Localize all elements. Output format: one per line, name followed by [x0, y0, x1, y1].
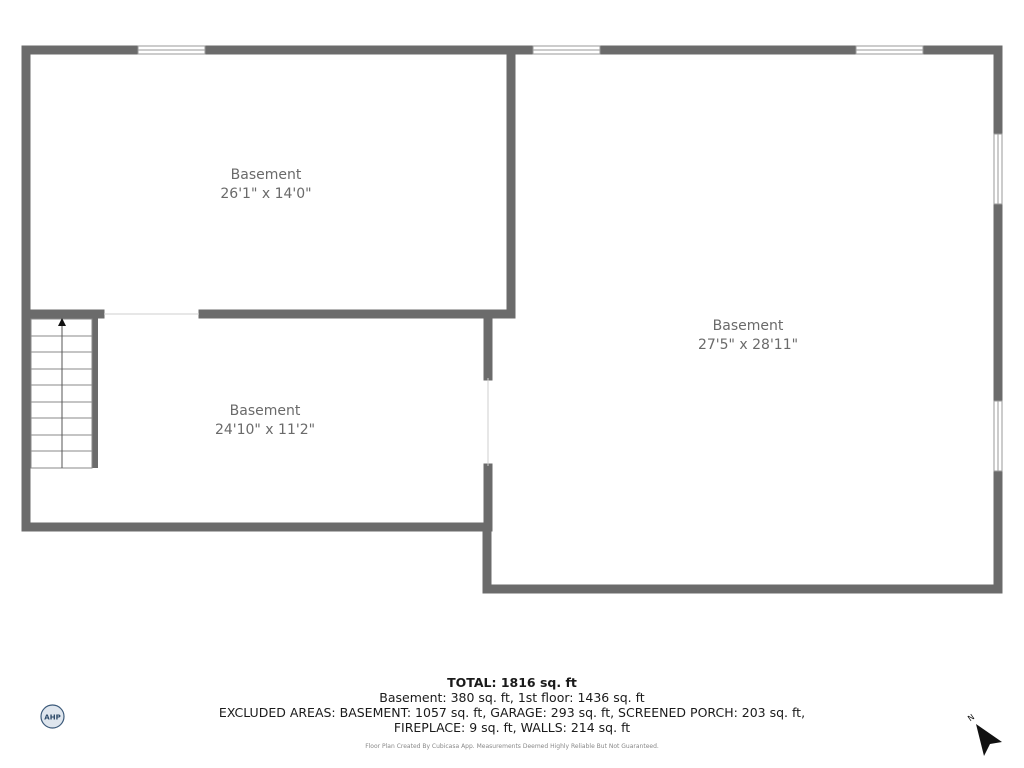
excluded-areas: EXCLUDED AREAS: BASEMENT: 1057 sq. ft, G… — [218, 705, 806, 720]
stair-wall — [92, 318, 98, 468]
area-summary: TOTAL: 1816 sq. ft Basement: 380 sq. ft,… — [0, 675, 1024, 735]
stair-arrow-icon — [58, 318, 66, 326]
room-name: Basement — [230, 167, 302, 183]
room-dimensions: 27'5" x 28'11" — [697, 337, 799, 353]
room-name: Basement — [229, 403, 301, 419]
north-arrow-icon: N — [966, 712, 1002, 756]
excluded-areas-cont: FIREPLACE: 9 sq. ft, WALLS: 214 sq. ft — [393, 720, 631, 735]
compass-label: N — [966, 712, 976, 723]
total-area: TOTAL: 1816 sq. ft — [447, 675, 577, 690]
room-dimensions: 24'10" x 11'2" — [214, 422, 316, 438]
room-label-bottom-left: Basement 24'10" x 11'2" — [165, 402, 365, 440]
logo-text: AHP — [44, 714, 60, 722]
room-label-top-left: Basement 26'1" x 14'0" — [166, 166, 366, 204]
credit-note: Floor Plan Created By Cubicasa App. Meas… — [365, 743, 659, 750]
room-name: Basement — [712, 318, 784, 334]
staircase — [30, 318, 93, 469]
room-dimensions: 26'1" x 14'0" — [220, 186, 312, 202]
room-label-right: Basement 27'5" x 28'11" — [648, 317, 848, 355]
ahp-logo-icon: AHP — [40, 704, 65, 729]
area-breakdown: Basement: 380 sq. ft, 1st floor: 1436 sq… — [379, 690, 645, 705]
